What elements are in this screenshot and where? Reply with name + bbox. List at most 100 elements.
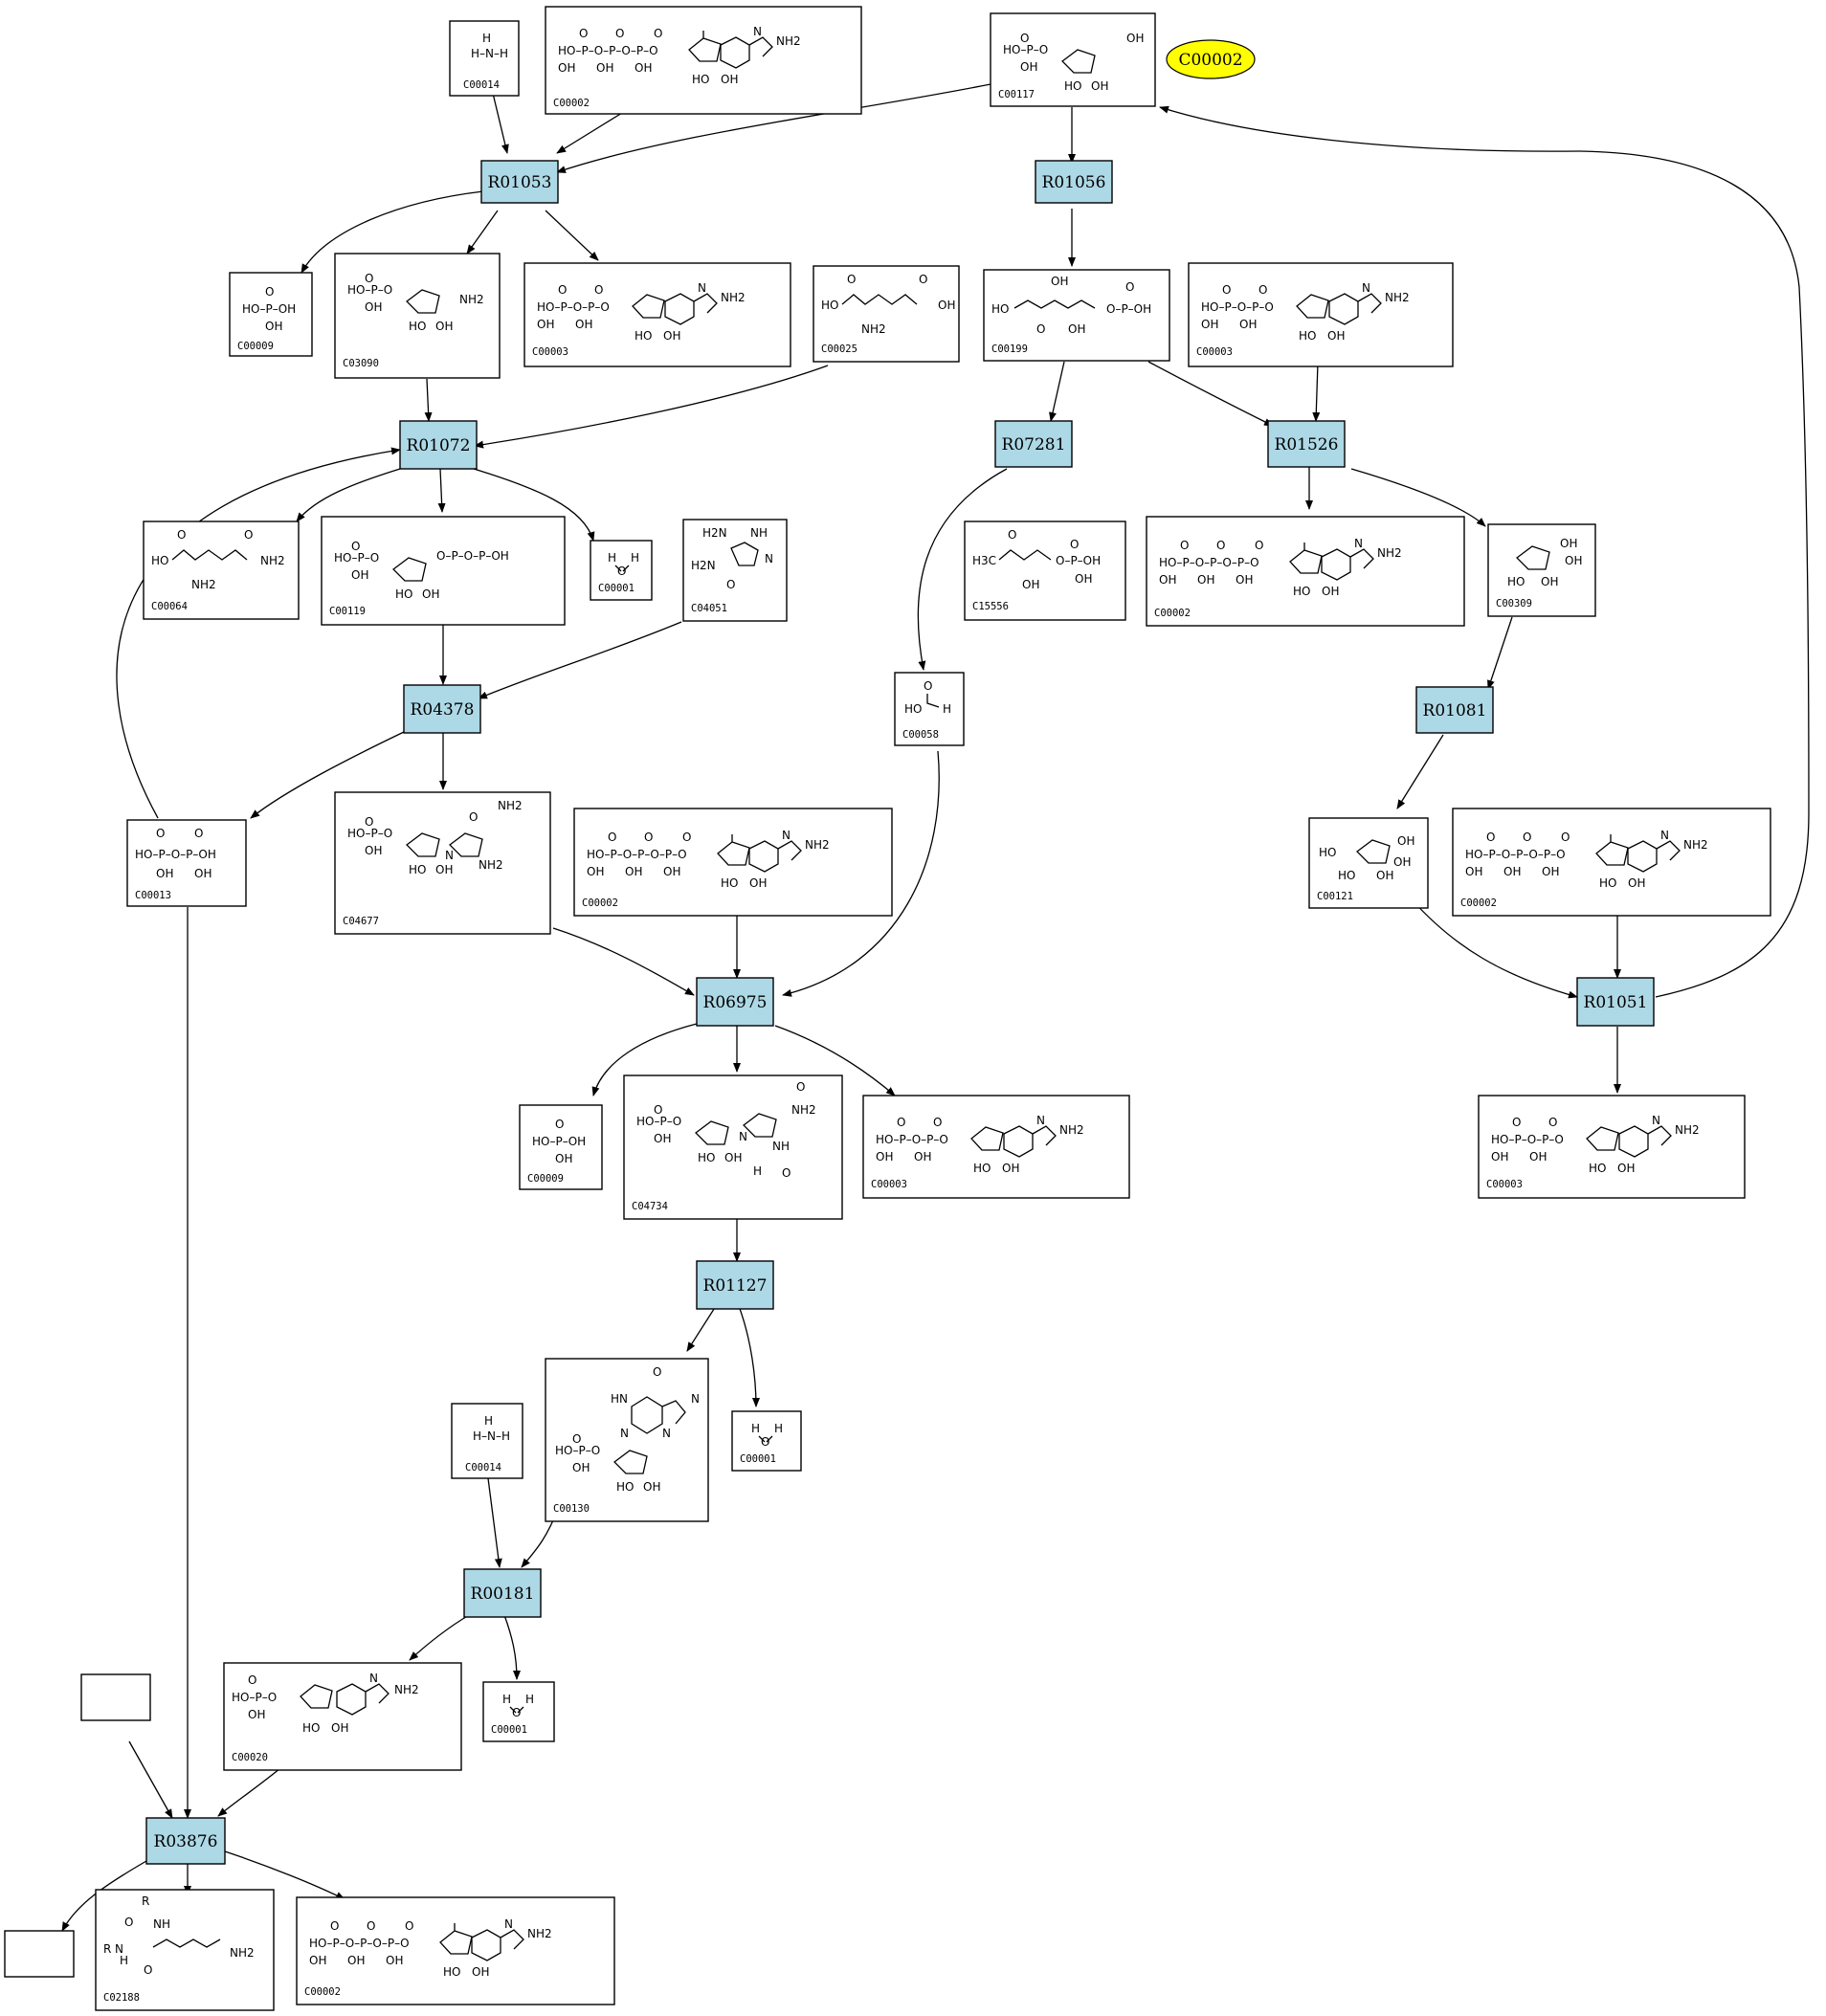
svg-text:HN: HN [611, 1392, 628, 1406]
reaction-label: R01127 [703, 1276, 768, 1296]
compound-node[interactable]: C00002 [545, 6, 862, 115]
compound-label: C00309 [1496, 598, 1532, 609]
compound-box [682, 519, 788, 622]
edge [1487, 616, 1513, 690]
compound-node[interactable]: C00001 [482, 1681, 555, 1742]
svg-text:OH: OH [1565, 554, 1582, 567]
edge [128, 1740, 173, 1819]
reaction-node[interactable]: R01051 [1576, 977, 1655, 1027]
compound-label: C04734 [632, 1201, 668, 1212]
svg-text:O: O [1070, 538, 1079, 551]
svg-text:OH: OH [194, 867, 212, 880]
compound-box [813, 265, 960, 363]
compound-label: C00014 [465, 1462, 501, 1473]
compound-node[interactable]: C00002 [1146, 516, 1465, 627]
compound-box [623, 1074, 843, 1220]
reaction-label: R07281 [1002, 435, 1066, 454]
compound-node[interactable]: C00003 [1188, 262, 1454, 367]
reaction-node[interactable]: R01127 [696, 1260, 774, 1310]
reaction-nodes: R01053 R01056 R01072 R07281 R01526 R0437… [145, 160, 1655, 1865]
compound-box [143, 521, 300, 620]
reaction-node[interactable]: R01081 [1415, 686, 1494, 734]
compound-node[interactable]: C00003 [1478, 1095, 1746, 1199]
svg-text:NH2: NH2 [791, 1103, 816, 1117]
svg-text:O–P–OH: O–P–OH [1106, 302, 1151, 316]
reaction-box [994, 420, 1073, 468]
edge [301, 190, 484, 274]
reaction-node[interactable]: R04378 [403, 684, 481, 734]
compound-node[interactable]: C00014 [451, 1403, 523, 1479]
edge [503, 1614, 521, 1680]
svg-text:NH: NH [750, 526, 768, 540]
edge [591, 1023, 698, 1097]
compound-box [1478, 1095, 1746, 1199]
reaction-node[interactable]: R00181 [463, 1568, 542, 1618]
reaction-node[interactable]: R01072 [399, 420, 478, 470]
compound-label: C02188 [103, 1992, 140, 2004]
edge [1411, 898, 1578, 999]
svg-text:O: O [144, 1963, 152, 1977]
svg-text:OH: OH [248, 1708, 265, 1721]
svg-text:HO–P–O–P–OH: HO–P–O–P–OH [135, 848, 216, 861]
compound-node[interactable]: NH2 C03090 [334, 253, 501, 379]
svg-text:NH2: NH2 [191, 578, 216, 591]
reaction-node[interactable]: R03876 [145, 1817, 226, 1865]
reaction-box [463, 1568, 542, 1618]
compound-node[interactable]: O–P–O–P–OH C00119 [321, 516, 566, 626]
compound-label: C00003 [871, 1179, 907, 1190]
compound-node[interactable]: C00002 [573, 808, 893, 917]
compound-node[interactable]: C00003 [862, 1095, 1130, 1199]
compound-node[interactable]: C00009 [229, 272, 313, 357]
svg-text:OH: OH [1022, 578, 1039, 591]
compound-node[interactable]: C00001 [590, 540, 653, 601]
compound-node[interactable]: C00002 [296, 1896, 615, 2005]
highlight-ellipse [1166, 39, 1256, 79]
svg-text:O: O [248, 1673, 256, 1687]
svg-text:O–P–O–P–OH: O–P–O–P–OH [436, 549, 509, 563]
reaction-label: R01056 [1042, 173, 1106, 192]
compound-node-empty[interactable] [4, 1930, 75, 1978]
reaction-node[interactable]: R01056 [1035, 160, 1113, 204]
compound-label: C00013 [135, 890, 171, 901]
compound-node[interactable]: C00009 [519, 1104, 603, 1190]
compound-node[interactable]: C00003 [523, 262, 791, 367]
svg-text:R: R [142, 1894, 149, 1908]
reaction-label: R03876 [154, 1832, 218, 1851]
reaction-node[interactable]: R01526 [1267, 420, 1346, 468]
reaction-node[interactable]: R07281 [994, 420, 1073, 468]
compound-label: C00058 [902, 729, 939, 741]
highlighted-compound[interactable]: C00002 [1166, 39, 1256, 79]
reaction-node[interactable]: R06975 [696, 977, 774, 1027]
svg-text:HO: HO [1507, 575, 1525, 588]
compound-node[interactable]: OH C00117 [990, 12, 1156, 107]
compound-label: C00001 [598, 583, 635, 594]
svg-text:O: O [1125, 280, 1134, 294]
compound-box [1487, 523, 1596, 617]
compound-node[interactable]: C00002 [1452, 808, 1771, 917]
reaction-node[interactable]: R01053 [480, 160, 559, 204]
edge [686, 1305, 717, 1352]
compound-node[interactable]: C00001 [731, 1410, 802, 1472]
compound-label: C00025 [821, 343, 857, 355]
svg-text:N: N [691, 1392, 700, 1406]
compound-node[interactable]: C00014 [449, 20, 520, 97]
svg-text:NH2: NH2 [861, 322, 886, 336]
svg-text:HO: HO [302, 1721, 320, 1735]
edge [1396, 734, 1444, 809]
compound-node-empty[interactable] [80, 1673, 151, 1721]
highlight-label: C00002 [1178, 51, 1242, 70]
